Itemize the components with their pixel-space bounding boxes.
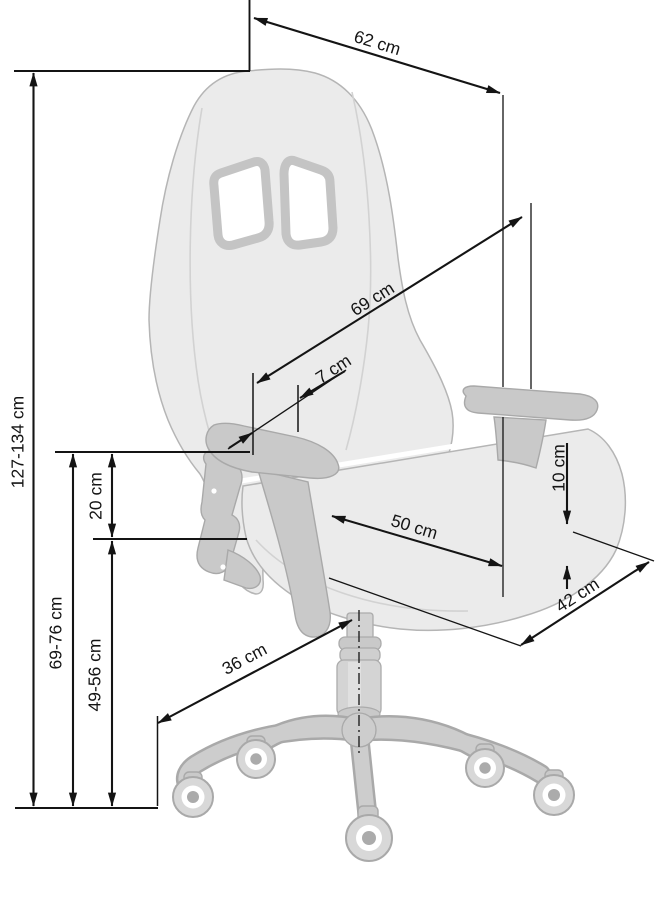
caster-wheel bbox=[465, 743, 505, 788]
armrest-right-post bbox=[493, 416, 547, 469]
dimension-label-backrest-top-width: 62 cm bbox=[352, 26, 403, 59]
headrest-hole-left bbox=[209, 157, 274, 250]
chair-base bbox=[172, 712, 575, 862]
dimension-label-seat-height: 49-56 cm bbox=[85, 639, 105, 712]
dimension-armrest-height: 69-76 cm bbox=[46, 453, 78, 807]
dimension-seat-height: 49-56 cm bbox=[85, 540, 117, 807]
dimension-armrest-above-seat: 20 cm bbox=[86, 453, 117, 538]
caster-wheel bbox=[236, 735, 276, 779]
extension-line-seat-width-upper bbox=[572, 531, 655, 562]
dimension-base-radius: 36 cm bbox=[157, 619, 353, 724]
dimension-label-base-radius: 36 cm bbox=[219, 639, 270, 679]
dimension-total-height: 127-134 cm bbox=[8, 72, 38, 807]
caster-wheel bbox=[345, 805, 393, 862]
extension-line-seat-width-lower bbox=[328, 577, 522, 647]
dimension-label-seat-cushion-thickness: 10 cm bbox=[549, 444, 569, 492]
seat-seam bbox=[255, 539, 469, 612]
caster-wheel bbox=[533, 769, 575, 816]
headrest-hole-right bbox=[279, 155, 338, 250]
casters bbox=[172, 735, 575, 862]
dimension-label-armrest-height: 69-76 cm bbox=[46, 597, 66, 670]
caster-wheel bbox=[172, 771, 214, 818]
armrest-right-pad bbox=[462, 385, 599, 421]
dimension-label-armrest-above-seat: 20 cm bbox=[86, 472, 106, 520]
dimension-label-total-height: 127-134 cm bbox=[8, 396, 28, 488]
